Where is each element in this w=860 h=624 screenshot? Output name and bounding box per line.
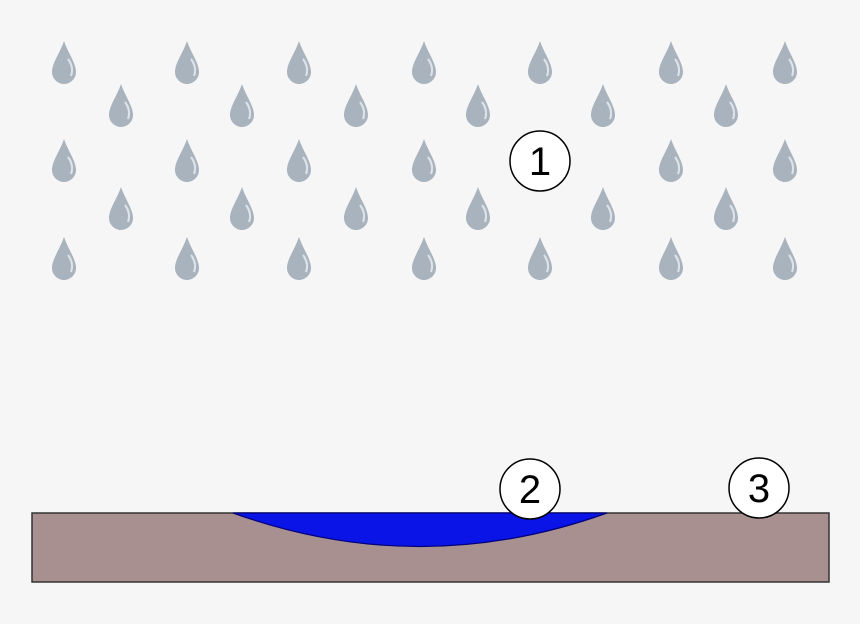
raindrop-icon bbox=[773, 41, 797, 84]
raindrop-icon bbox=[175, 237, 199, 280]
callout-label-rain: 1 bbox=[529, 140, 551, 184]
callout-puddle: 2 bbox=[499, 458, 561, 520]
raindrop-icon bbox=[714, 187, 738, 230]
raindrop-icon bbox=[412, 41, 436, 84]
callout-ground: 3 bbox=[728, 457, 790, 519]
puddle bbox=[232, 512, 608, 548]
raindrop-icon bbox=[109, 84, 133, 127]
raindrop-icon bbox=[52, 41, 76, 84]
raindrop-icon bbox=[52, 237, 76, 280]
raindrop-icon bbox=[659, 237, 683, 280]
raindrop-icon bbox=[230, 187, 254, 230]
raindrop-icon bbox=[287, 41, 311, 84]
callout-label-ground: 3 bbox=[748, 467, 770, 511]
raindrop-icon bbox=[175, 139, 199, 182]
raindrop-icon bbox=[230, 84, 254, 127]
raindrop-icon bbox=[659, 139, 683, 182]
raindrop-icon bbox=[773, 237, 797, 280]
callout-rain: 1 bbox=[509, 130, 571, 192]
raindrop-icon bbox=[109, 187, 133, 230]
raindrop-icon bbox=[466, 187, 490, 230]
raindrop-icon bbox=[412, 237, 436, 280]
rain-area bbox=[52, 41, 797, 280]
raindrop-icon bbox=[773, 139, 797, 182]
raindrop-icon bbox=[344, 187, 368, 230]
raindrop-icon bbox=[591, 84, 615, 127]
raindrop-icon bbox=[52, 139, 76, 182]
raindrop-icon bbox=[714, 84, 738, 127]
callout-label-puddle: 2 bbox=[519, 468, 541, 512]
raindrop-icon bbox=[287, 237, 311, 280]
raindrop-icon bbox=[287, 139, 311, 182]
raindrop-icon bbox=[591, 187, 615, 230]
raindrop-icon bbox=[175, 41, 199, 84]
raindrop-icon bbox=[659, 41, 683, 84]
raindrop-icon bbox=[466, 84, 490, 127]
raindrop-icon bbox=[528, 41, 552, 84]
raindrop-icon bbox=[412, 139, 436, 182]
raindrop-icon bbox=[528, 237, 552, 280]
raindrop-icon bbox=[344, 84, 368, 127]
